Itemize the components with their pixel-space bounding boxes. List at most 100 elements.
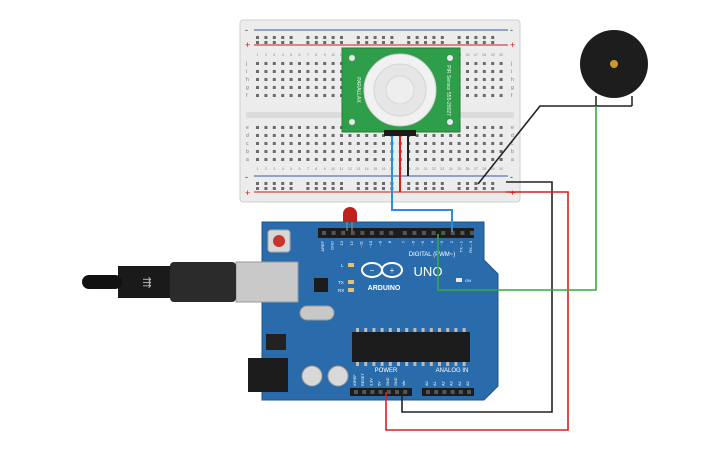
breadboard-hole [440,158,444,161]
rail-hole [390,41,394,44]
wire-ground[interactable] [401,181,553,413]
digital-pin-hole[interactable] [370,231,374,235]
wire-power[interactable] [385,191,569,431]
digital-pin-hole[interactable] [322,231,326,235]
rail-hole [323,187,327,190]
rail-hole [440,41,444,44]
analog-pin-hole[interactable] [450,390,455,394]
column-number: 11 [340,167,344,171]
breadboard-hole [340,158,343,161]
power-pin-hole[interactable] [386,390,391,394]
breadboard-hole [272,62,276,65]
digital-pin-hole[interactable] [350,231,355,235]
rail-hole [457,182,461,185]
rail-hole [373,182,377,185]
rail-hole [289,187,293,190]
power-pin-hole[interactable] [370,390,375,394]
wire-buzzer-ground[interactable] [477,105,632,185]
digital-pin-label: ~10 [368,240,373,248]
breadboard-hole [264,94,268,97]
pir-sensor[interactable]: PARALLAX PIR Sensor 555-28027 [341,47,461,150]
digital-pin-hole[interactable] [402,231,407,235]
breadboard-hole [298,150,301,153]
wire-signal[interactable] [391,150,453,232]
piezo-buzzer[interactable] [580,30,648,106]
power-pin-label: 3.3V [369,378,373,386]
digital-pin-label: 8 [387,240,392,243]
rail-hole [432,41,436,44]
power-pin-label: GND [394,377,398,386]
power-pin-hole[interactable] [354,390,358,394]
analog-header [422,388,474,396]
analog-pin-hole[interactable] [442,390,447,394]
rail-hole [474,182,478,185]
red-led[interactable] [343,207,357,231]
power-pin-hole[interactable] [362,390,367,394]
chip-pin [356,362,359,366]
breadboard-hole [298,78,301,81]
breadboard-hole [306,78,310,81]
analog-pin-hole[interactable] [458,390,463,394]
row-letter: h [511,77,514,83]
digital-pin-hole[interactable] [341,231,346,235]
breadboard-hole [256,150,259,153]
analog-pin-hole[interactable] [434,390,439,394]
chip-pin [438,328,441,332]
on-label: ON [465,278,471,283]
column-number: 10 [331,53,335,57]
breadboard-hole [331,142,335,145]
breadboard-hole [289,150,293,153]
digital-pin-hole[interactable] [460,231,465,235]
breadboard-hole [373,150,377,153]
column-number: 7 [307,53,309,57]
digital-pin-hole[interactable] [431,231,436,235]
rail-hole [491,187,495,190]
breadboard-hole [314,70,318,73]
digital-pin-hole[interactable] [360,231,365,235]
digital-pin-hole[interactable] [441,231,446,235]
digital-pin-hole[interactable] [379,231,384,235]
analog-pin-hole[interactable] [426,390,430,394]
breadboard-hole [256,86,259,89]
row-letter: h [246,77,249,83]
led-body [343,207,357,222]
breadboard-hole [491,70,495,73]
breadboard-hole [440,142,444,145]
breadboard-hole [306,150,310,153]
digital-pin-hole[interactable] [470,231,474,235]
power-pin-hole[interactable] [378,390,383,394]
row-letter: f [246,93,248,99]
chip-pin [405,328,409,332]
chip-pin [372,362,376,366]
rail-hole [482,187,486,190]
digital-pin-hole[interactable] [422,231,426,235]
breadboard-hole [272,78,276,81]
breadboard-hole [323,150,327,153]
breadboard-hole [272,94,276,97]
breadboard-hole [272,134,276,137]
rail-hole [356,187,360,190]
rail-hole [264,187,268,190]
power-pin-hole[interactable] [395,390,399,394]
chip-pin [397,362,400,366]
power-pin-hole[interactable] [403,390,408,394]
breadboard-hole [499,142,503,145]
rail-hole [415,36,419,39]
breadboard-hole [491,158,495,161]
breadboard-hole [306,86,310,89]
digital-pin-hole[interactable] [412,231,417,235]
wire-buzzer-signal[interactable] [437,106,597,291]
breadboard-hole [323,70,327,73]
digital-pin-hole[interactable] [450,231,455,235]
digital-pin-label: TX→1 [458,240,463,252]
digital-pin-hole[interactable] [331,231,336,235]
digital-pin-hole[interactable] [389,231,394,235]
digital-header [318,228,474,238]
rail-minus-label-top: - [245,25,248,35]
breadboard-hole [474,86,478,89]
column-number: 25 [457,167,461,171]
analog-pin-hole[interactable] [467,390,471,394]
breadboard-hole [491,134,495,137]
